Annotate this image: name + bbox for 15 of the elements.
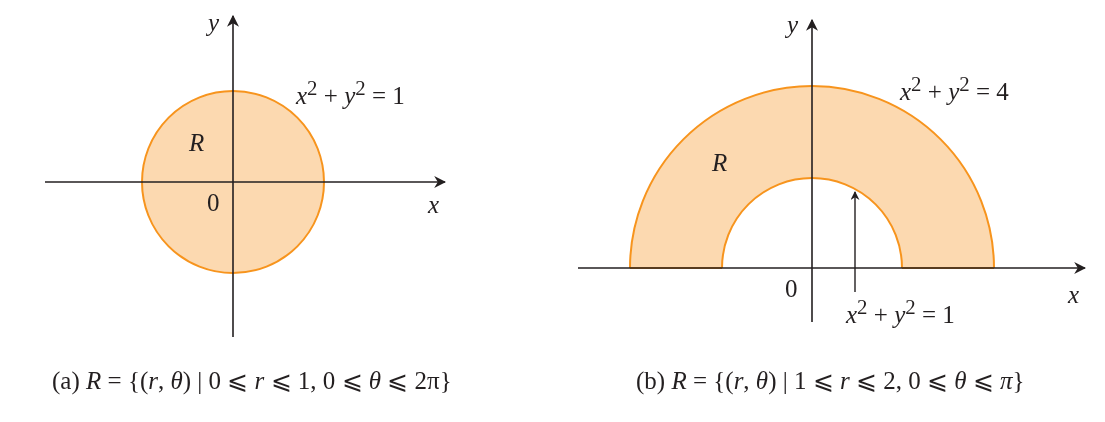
equation-label: x$^{2}$ + y$^{2}$ = 1	[296, 78, 405, 109]
axis-label: y	[208, 10, 220, 35]
equation-label: x$^{2}$ + y$^{2}$ = 4	[900, 74, 1009, 105]
caption: (b) R = {(r, θ) | 1 ⩽ r ⩽ 2, 0 ⩽ θ ⩽ π}	[636, 368, 1025, 393]
leader-line	[850, 191, 860, 293]
origin-label: 0	[785, 276, 798, 301]
axis-label: y	[787, 12, 799, 37]
caption: (a) R = {(r, θ) | 0 ⩽ r ⩽ 1, 0 ⩽ θ ⩽ 2π}	[52, 368, 452, 393]
inner-boundary-arc	[720, 176, 904, 270]
axis-label: x	[1068, 282, 1080, 307]
axis-label: x	[428, 192, 440, 217]
region-label: R	[189, 130, 205, 155]
region-label: R	[712, 150, 728, 175]
equation-label: x$^{2}$ + y$^{2}$ = 1	[846, 292, 955, 331]
origin-label: 0	[207, 190, 220, 215]
